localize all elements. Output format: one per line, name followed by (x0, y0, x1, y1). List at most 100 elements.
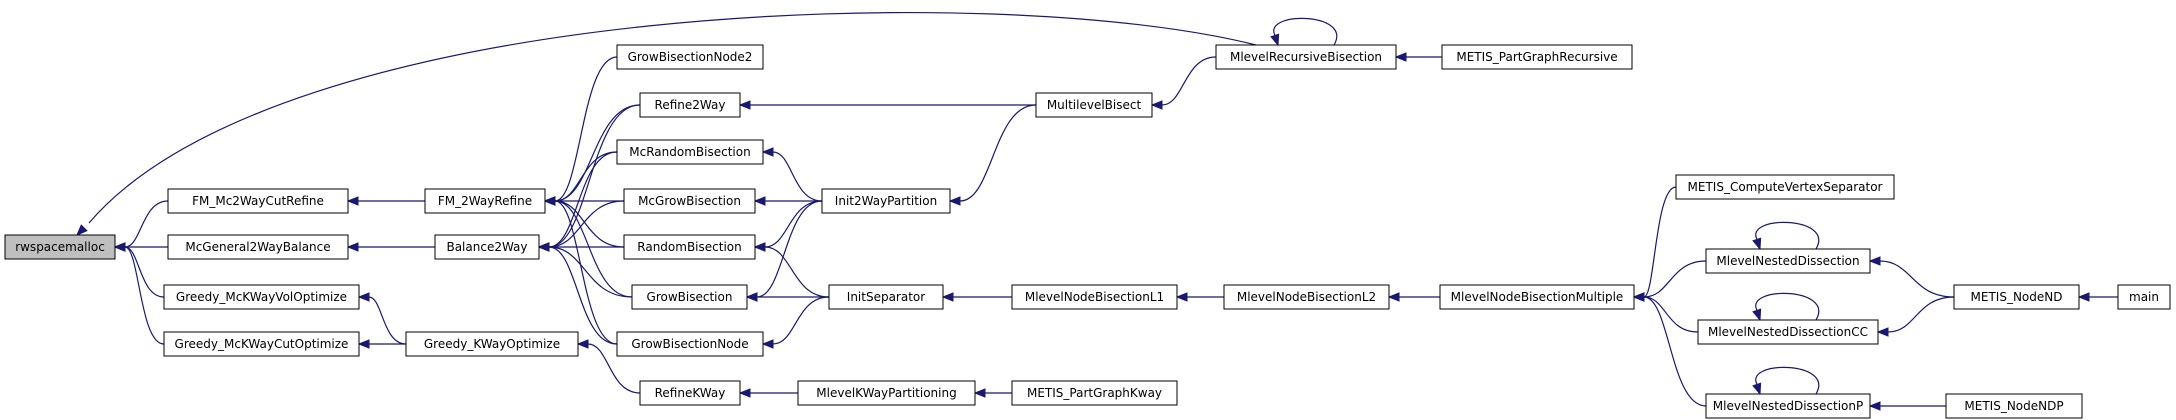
node-label: MlevelKWayPartitioning (816, 386, 956, 400)
arrow-head (1394, 52, 1407, 62)
node-label: Greedy_McKWayCutOptimize (175, 337, 349, 351)
edge-line (772, 151, 823, 202)
node-label: Init2WayPartition (835, 194, 937, 208)
edge-mlevelnesteddissectioncc-self-loop (1752, 292, 1820, 322)
edge-init2waypartition-to-mcrandombisection (761, 147, 823, 202)
node-fm-mc2waycutrefine[interactable]: FM_Mc2WayCutRefine (167, 188, 349, 214)
arrow-head (113, 242, 126, 252)
node-label: Refine2Way (655, 98, 726, 112)
arrow-head (1876, 327, 1889, 337)
arrow-head (1868, 401, 1881, 411)
edge-mlevelrecursivebisection-to-multilevelbisect (1150, 56, 1217, 110)
arrow-head (753, 242, 766, 252)
edge-mcrandombisection-to-fm_2wayrefine (543, 151, 618, 206)
node-main[interactable]: main (2117, 284, 2171, 310)
node-mcgeneral2waybalance[interactable]: McGeneral2WayBalance (167, 234, 349, 260)
edge-line (959, 104, 1037, 202)
node-box (434, 234, 540, 260)
edge-multilevelbisect-to-refine2way (738, 100, 1036, 110)
node-mlevelnesteddissectionp[interactable]: MlevelNestedDissectionP (1705, 393, 1871, 419)
edges (76, 11, 2118, 411)
node-label: GrowBisectionNode2 (628, 50, 753, 64)
edge-line (1755, 221, 1820, 250)
node-mcgrowbisection[interactable]: McGrowBisection (623, 188, 756, 214)
edge-greedy_kwayoptimize-to-greedy_mckwaycutoptimize (357, 339, 407, 349)
node-label: FM_Mc2WayCutRefine (192, 194, 324, 208)
node-greedy-mckwaycutoptimize[interactable]: Greedy_McKWayCutOptimize (163, 331, 360, 357)
node-metis-computevertexseparator[interactable]: METIS_ComputeVertexSeparator (1675, 174, 1895, 200)
node-label: main (2129, 290, 2159, 304)
edge-growbisectionnode2-to-fm_2wayrefine (543, 56, 618, 206)
edge-line (587, 343, 641, 394)
arrow-head (357, 339, 370, 349)
node-metis-partgraphkway[interactable]: METIS_PartGraphKway (1011, 380, 1178, 406)
edge-line (1273, 17, 1338, 46)
node-mcrandombisection[interactable]: McRandomBisection (616, 139, 764, 165)
node-metis-nodend[interactable]: METIS_NodeND (1953, 284, 2080, 310)
edge-mlevelnesteddissection-self-loop (1752, 221, 1820, 251)
arrow-head (1270, 33, 1280, 47)
arrow-head (941, 292, 954, 302)
node-growbisectionnode[interactable]: GrowBisectionNode (616, 331, 764, 357)
node-refinekway[interactable]: RefineKWay (639, 380, 741, 406)
node-label: METIS_ComputeVertexSeparator (1688, 180, 1883, 194)
node-box (623, 234, 756, 260)
node-box (1953, 284, 2080, 310)
node-multilevelbisect[interactable]: MultilevelBisect (1035, 92, 1153, 118)
node-box (167, 188, 349, 214)
node-box (821, 188, 951, 214)
arrow-head (357, 292, 370, 302)
node-label: METIS_PartGraphKway (1027, 386, 1162, 400)
edge-line (756, 200, 823, 298)
node-box (639, 92, 741, 118)
node-mlevelkwaypartitioning[interactable]: MlevelKWayPartitioning (797, 380, 976, 406)
edge-line (1643, 260, 1707, 298)
edge-growbisectionnode-to-fm_2wayrefine (543, 196, 618, 345)
node-growbisectionnode2[interactable]: GrowBisectionNode2 (616, 44, 764, 70)
arrow-head (543, 196, 556, 206)
node-label: MlevelNodeBisectionL1 (1025, 290, 1164, 304)
arrow-head (753, 196, 766, 206)
node-init2waypartition[interactable]: Init2WayPartition (821, 188, 951, 214)
node-mlevelnodebisectionl2[interactable]: MlevelNodeBisectionL2 (1223, 284, 1390, 310)
node-mlevelrecursivebisection[interactable]: MlevelRecursiveBisection (1215, 44, 1397, 70)
edge-line (88, 11, 1257, 224)
node-randombisection[interactable]: RandomBisection (623, 234, 756, 260)
node-rwspacemalloc[interactable]: rwspacemalloc (4, 234, 116, 260)
node-box (167, 234, 349, 260)
node-label: Balance2Way (446, 240, 527, 254)
node-refine2way[interactable]: Refine2Way (639, 92, 741, 118)
node-greedy-kwayoptimize[interactable]: Greedy_KWayOptimize (405, 331, 579, 357)
node-growbisection[interactable]: GrowBisection (631, 284, 748, 310)
node-box (1945, 393, 2083, 419)
arrow-head (1868, 256, 1881, 266)
node-metis-nodendp[interactable]: METIS_NodeNDP (1945, 393, 2083, 419)
node-mlevelnodebisectionl1[interactable]: MlevelNodeBisectionL1 (1011, 284, 1178, 310)
node-mlevelnesteddissectioncc[interactable]: MlevelNestedDissectionCC (1697, 319, 1879, 345)
node-label: Greedy_McKWayVolOptimize (176, 290, 347, 304)
edge-mlevelrecursivebisection-self-loop (1270, 17, 1338, 47)
node-box (163, 331, 360, 357)
node-label: METIS_PartGraphRecursive (1456, 50, 1617, 64)
node-mlevelnodebisectionmultiple[interactable]: MlevelNodeBisectionMultiple (1439, 284, 1635, 310)
arrow-head (1387, 292, 1400, 302)
arrow-head (738, 388, 751, 398)
node-label: RefineKWay (655, 386, 726, 400)
edge-initseparator-to-growbisectionnode (761, 296, 830, 349)
node-fm-2wayrefine[interactable]: FM_2WayRefine (424, 188, 546, 214)
node-mlevelnesteddissection[interactable]: MlevelNestedDissection (1705, 248, 1871, 274)
edge-line (554, 200, 625, 248)
node-balance2way[interactable]: Balance2Way (434, 234, 540, 260)
node-box (1705, 248, 1871, 274)
arrow-head (973, 388, 986, 398)
node-initseparator[interactable]: InitSeparator (828, 284, 944, 310)
node-box (1697, 319, 1879, 345)
edge-line (1643, 186, 1677, 298)
edge-mcgrowbisection-to-balance2way (537, 200, 625, 252)
arrow-head (1175, 292, 1188, 302)
node-label: rwspacemalloc (15, 240, 105, 254)
node-greedy-mckwayvoloptimize[interactable]: Greedy_McKWayVolOptimize (163, 284, 360, 310)
edge-line (554, 200, 618, 345)
edge-mlevelnodebisectionmultiple-to-mlevelnodebisectionl2 (1387, 292, 1440, 302)
node-metis-partgraphrecursive[interactable]: METIS_PartGraphRecursive (1441, 44, 1633, 70)
